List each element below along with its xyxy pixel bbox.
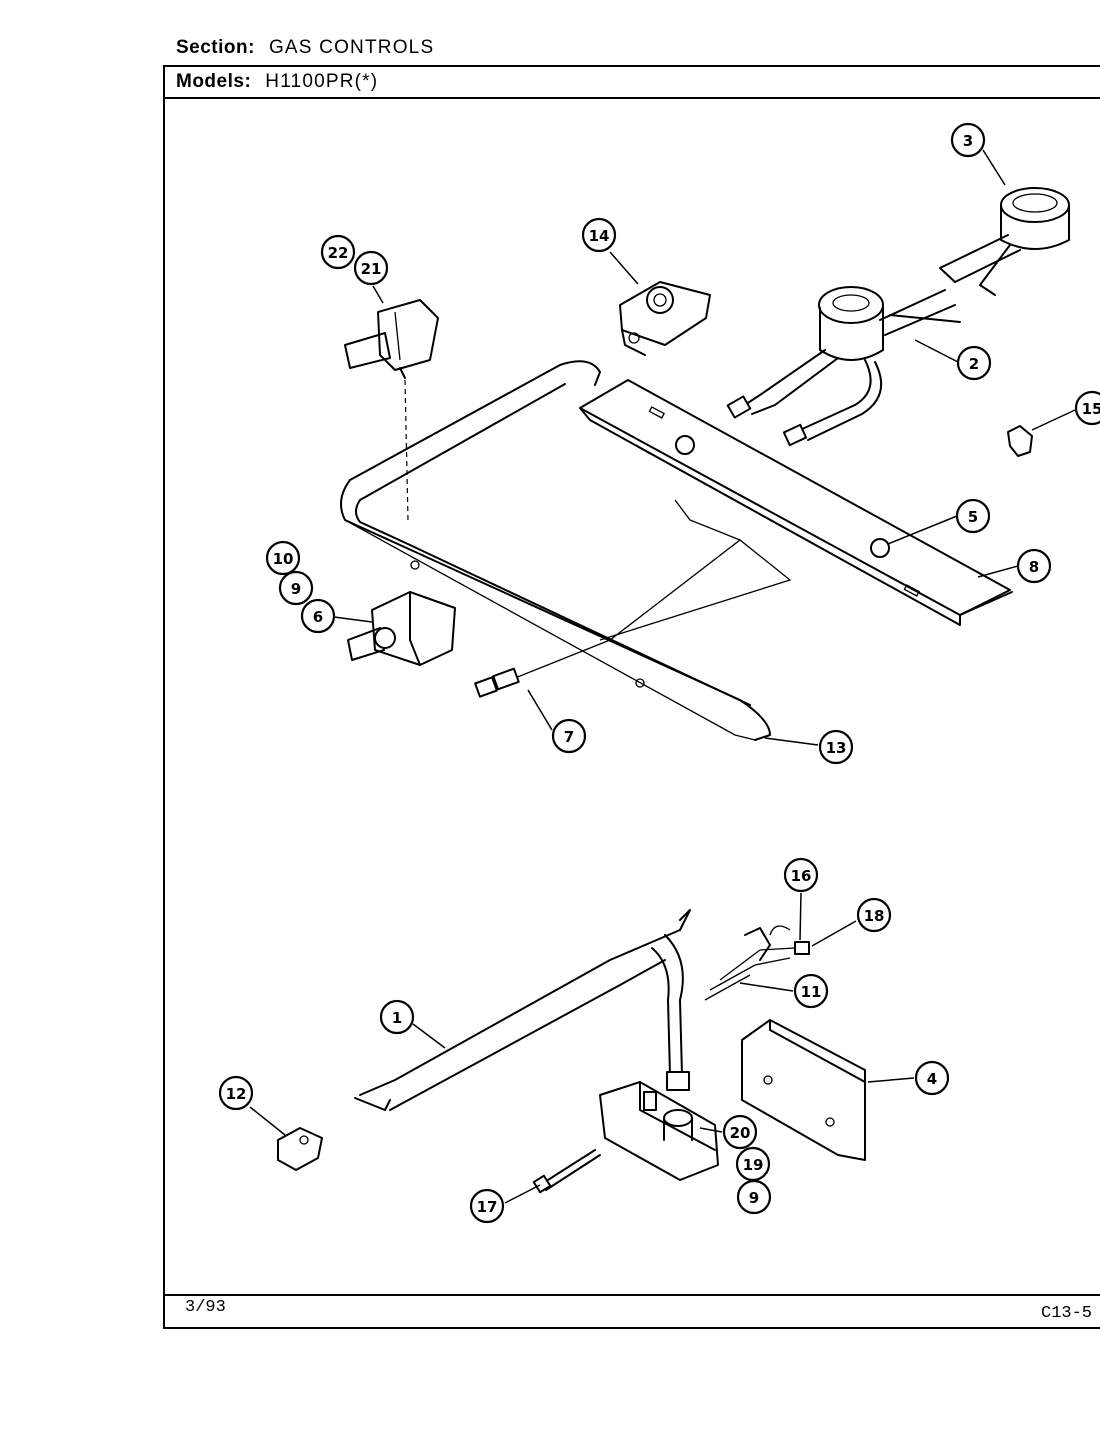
part-14-regulator [619,281,711,356]
part-8-bracket-plate [579,379,1013,626]
svg-text:10: 10 [273,550,294,568]
svg-text:1: 1 [392,1009,402,1027]
svg-text:7: 7 [564,728,574,746]
part-3-burner-large [939,187,1070,296]
callout-13: 13 [818,729,854,765]
callout-17: 17 [469,1188,505,1224]
svg-text:21: 21 [361,260,382,278]
header-rule [165,97,1100,99]
svg-text:17: 17 [477,1198,498,1216]
callout-10: 10 [265,540,301,576]
callout-12: 12 [218,1075,254,1111]
callout-14: 14 [581,217,617,253]
callout-4: 4 [914,1060,950,1096]
part-6-valve [347,591,456,666]
svg-text:2: 2 [969,355,979,373]
callout-7: 7 [551,718,587,754]
svg-text:19: 19 [743,1156,764,1174]
part-15-clip [1007,425,1033,457]
part-7-thermocouple [474,499,792,698]
part-20-oven-valve [599,1081,719,1181]
callout-15: 15 [1074,390,1100,426]
callout-3: 3 [950,122,986,158]
part-11-igniter [704,925,810,1001]
leader-lines [249,149,1076,1204]
svg-text:4: 4 [927,1070,937,1088]
callout-20: 20 [722,1114,758,1150]
svg-text:12: 12 [226,1085,247,1103]
part-12-bracket [277,1127,323,1171]
part-13-manifold [340,360,771,741]
footer-page-ref: C13-5 [1041,1304,1093,1323]
callout-19: 19 [735,1146,771,1182]
callout-5: 5 [955,498,991,534]
svg-text:3: 3 [963,132,973,150]
section-value: GAS CONTROLS [268,37,435,58]
callout-9: 9 [278,570,314,606]
callout-9-b: 9 [736,1179,772,1215]
section-header: Section: GAS CONTROLS [176,37,434,59]
svg-text:8: 8 [1029,558,1039,576]
callout-6: 6 [300,598,336,634]
callout-8: 8 [1016,548,1052,584]
part-2-burner-small [726,286,961,447]
page-frame [163,65,1100,1329]
svg-text:13: 13 [826,739,847,757]
callout-2: 2 [956,345,992,381]
callout-21: 21 [353,250,389,286]
svg-text:9: 9 [291,580,301,598]
footer-date: 3/93 [185,1298,226,1317]
svg-text:9: 9 [749,1189,759,1207]
svg-text:22: 22 [328,244,349,262]
models-header: Models: H1100PR(*) [176,71,378,93]
part-17-screw [532,1149,601,1194]
svg-text:14: 14 [589,227,610,245]
part-21-switch [344,299,439,379]
models-label: Models: [176,71,252,92]
callout-16: 16 [783,857,819,893]
callout-22: 22 [320,234,356,270]
svg-text:20: 20 [730,1124,751,1142]
svg-text:18: 18 [864,907,885,925]
part-1-oven-burner [354,909,691,1111]
callout-11: 11 [793,973,829,1009]
callout-1: 1 [379,999,415,1035]
svg-text:11: 11 [801,983,822,1001]
svg-text:6: 6 [313,608,323,626]
callout-18: 18 [856,897,892,933]
part-4-mounting-bracket [741,1019,866,1161]
models-value: H1100PR(*) [265,71,379,92]
svg-text:5: 5 [968,508,978,526]
svg-text:16: 16 [791,867,812,885]
section-label: Section: [176,37,255,58]
footer-rule [165,1294,1100,1296]
svg-text:15: 15 [1082,400,1100,418]
